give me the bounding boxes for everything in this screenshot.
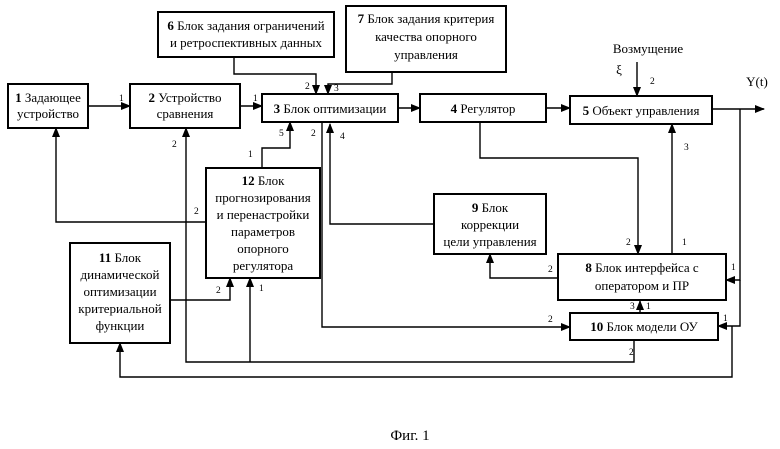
block-10: 10 Блок модели ОУ xyxy=(570,313,718,340)
block-3: 3 Блок оптимизации xyxy=(262,94,398,122)
port-label: 2 xyxy=(629,348,634,358)
svg-text:4 Регулятор: 4 Регулятор xyxy=(451,101,516,116)
port-label: 2 xyxy=(626,238,631,248)
block-2: 2 Устройствосравнения xyxy=(130,84,240,128)
link-b6-b3 xyxy=(234,57,316,94)
port-label: 1 xyxy=(259,284,264,294)
block-7: 7 Блок задания критериякачества опорного… xyxy=(346,6,506,72)
port-label: 1 xyxy=(682,238,687,248)
port-label: 1 xyxy=(646,302,651,312)
port-label: 2 xyxy=(172,140,177,150)
link-b9-b3 xyxy=(330,124,434,224)
link-b12-b1 xyxy=(56,128,206,222)
block-6: 6 Блок задания ограниченийи ретроспектив… xyxy=(158,12,334,57)
port-label: 1 xyxy=(723,314,728,324)
output-label: Y(t) xyxy=(746,74,768,89)
block-12: 12 Блокпрогнозированияи перенастройкипар… xyxy=(206,168,320,278)
port-label: 2 xyxy=(548,265,553,275)
port-label: 1 xyxy=(731,263,736,273)
port-label: 1 xyxy=(248,150,253,160)
svg-text:3 Блок оптимизации: 3 Блок оптимизации xyxy=(274,101,387,116)
block-4: 4 Регулятор xyxy=(420,94,546,122)
block-8: 8 Блок интерфейса соператором и ПР xyxy=(558,254,726,300)
port-label: 4 xyxy=(340,132,345,142)
block-1: 1 Задающееустройство xyxy=(8,84,88,128)
disturbance-symbol: ξ xyxy=(616,62,622,77)
svg-text:5 Объект управления: 5 Объект управления xyxy=(583,103,700,118)
disturbance-label: Возмущение xyxy=(613,41,684,56)
port-label: 2 xyxy=(194,207,199,217)
port-label: 2 xyxy=(216,286,221,296)
svg-text:2 Устройствосравнения: 2 Устройствосравнения xyxy=(149,90,222,121)
port-label: 3 xyxy=(630,302,635,312)
port-label: 2 xyxy=(650,77,655,87)
svg-text:1 Задающееустройство: 1 Задающееустройство xyxy=(15,90,81,121)
port-label: 2 xyxy=(311,129,316,139)
link-output-b8 xyxy=(726,109,740,280)
port-label: 3 xyxy=(334,84,339,94)
link-b12-b3 xyxy=(262,122,290,168)
port-label: 2 xyxy=(305,82,310,92)
port-label: 3 xyxy=(684,143,689,153)
block-5: 5 Объект управления xyxy=(570,96,712,124)
svg-text:10 Блок модели ОУ: 10 Блок модели ОУ xyxy=(590,319,698,334)
link-b11-b12 xyxy=(170,278,230,300)
figure-caption: Фиг. 1 xyxy=(390,428,429,444)
port-label: 5 xyxy=(279,129,284,139)
block-9: 9 Блоккоррекциицели управления xyxy=(434,194,546,254)
port-label: 2 xyxy=(548,315,553,325)
port-label: 1 xyxy=(253,94,258,104)
block-11: 11 Блокдинамическойоптимизациикритериаль… xyxy=(70,243,170,343)
port-label: 1 xyxy=(119,94,124,104)
